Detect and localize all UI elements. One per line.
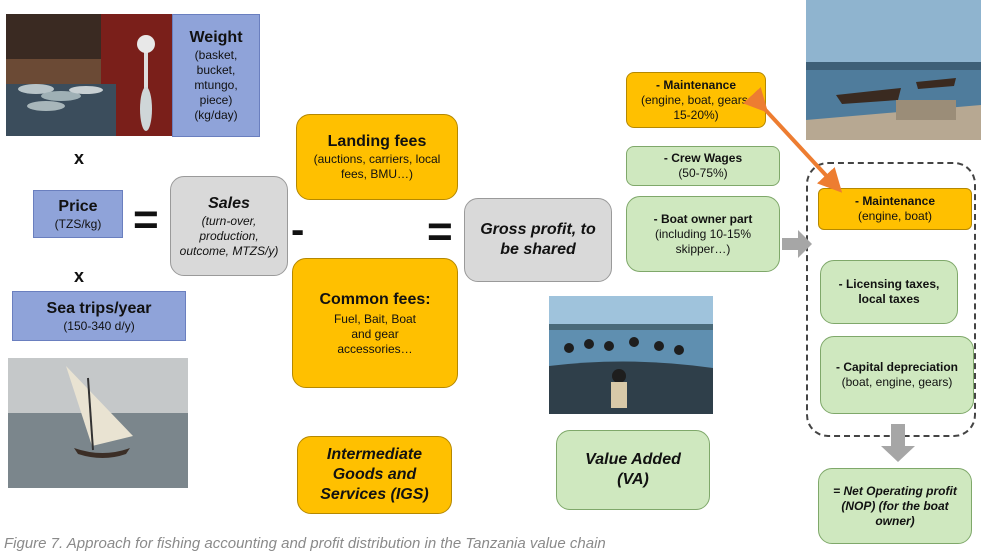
maintenance-top-title: - Maintenance	[655, 77, 737, 92]
gross-profit-title: Gross profit, to be shared	[480, 221, 596, 258]
nop-title: = Net Operating profit (NOP) (for the bo…	[833, 483, 957, 528]
licensing-title: - Licensing taxes, local taxes	[838, 277, 940, 306]
nop-box: = Net Operating profit (NOP) (for the bo…	[818, 468, 972, 544]
landing-fees-detail: (auctions, carriers, local fees, BMU…)	[313, 152, 441, 181]
crew-wages-label: Crew Wages	[671, 151, 743, 165]
sailboat-photo	[8, 358, 188, 488]
landing-fees-box: Landing fees (auctions, carriers, local …	[296, 114, 458, 200]
price-box: Price (TZS/kg)	[33, 190, 123, 238]
landing-fees-title: Landing fees	[327, 133, 427, 150]
boat-owner-detail: (including 10-15% skipper…)	[654, 226, 752, 256]
crowded-boat-photo	[549, 296, 713, 414]
capital-box: - Capital depreciation (boat, engine, ge…	[820, 336, 974, 414]
weight-detail: (basket, bucket, mtungo, piece) (kg/day)	[194, 48, 238, 122]
weight-title: Weight	[189, 29, 243, 46]
harbor-photo	[806, 0, 981, 140]
sales-title: Sales	[208, 194, 250, 212]
sea-trips-title: Sea trips/year	[46, 299, 152, 317]
equals-sign-1: =	[133, 195, 159, 244]
igs-title: Intermediate Goods and Services (IGS)	[320, 446, 429, 503]
sales-box: Sales (turn-over, production, outcome, M…	[170, 176, 288, 276]
maintenance-right-title: - Maintenance	[854, 194, 935, 208]
boat-owner-title: - Boat owner part	[653, 211, 753, 226]
sea-trips-detail: (150-340 d/y)	[63, 318, 135, 333]
multiply-sign-2: x	[74, 266, 85, 286]
boat-owner-box: - Boat owner part (including 10-15% skip…	[626, 196, 780, 272]
value-added-box: Value Added (VA)	[556, 430, 710, 510]
common-fees-box: Common fees: Fuel, Bait, Boat and gear a…	[292, 258, 458, 388]
fish-market-photo	[6, 14, 172, 136]
crew-wages-box: - Crew Wages (50-75%)	[626, 146, 780, 186]
maintenance-top-label: Maintenance	[663, 77, 737, 92]
capital-text: - Capital depreciation (boat, engine, ge…	[832, 360, 962, 390]
value-added-title: Value Added (VA)	[585, 451, 681, 488]
maintenance-top-box: - Maintenance (engine, boat, gears, 15-2…	[626, 72, 766, 128]
figure-caption: Figure 7. Approach for fishing accountin…	[4, 535, 606, 552]
minus-sign: -	[291, 208, 305, 252]
crew-wages-title: - Crew Wages	[663, 151, 743, 165]
maintenance-right-detail: (engine, boat)	[857, 209, 933, 223]
price-detail: (TZS/kg)	[54, 216, 102, 231]
maintenance-right-box: - Maintenance (engine, boat)	[818, 188, 972, 230]
price-title: Price	[58, 197, 98, 215]
sea-trips-box: Sea trips/year (150-340 d/y)	[12, 291, 186, 341]
maintenance-top-detail: (engine, boat, gears, 15-20%)	[640, 92, 752, 122]
common-fees-detail: Fuel, Bait, Boat and gear accessories…	[333, 311, 417, 356]
igs-box: Intermediate Goods and Services (IGS)	[297, 436, 452, 514]
weight-box: Weight (basket, bucket, mtungo, piece) (…	[172, 14, 260, 137]
gross-profit-box: Gross profit, to be shared	[464, 198, 612, 282]
licensing-box: - Licensing taxes, local taxes	[820, 260, 958, 324]
multiply-sign-1: x	[74, 148, 85, 168]
sales-detail: (turn-over, production, outcome, MTZS/y)	[179, 213, 279, 258]
crew-wages-detail: (50-75%)	[678, 166, 728, 180]
capital-title: - Capital depreciation	[835, 360, 959, 374]
common-fees-title: Common fees:	[319, 290, 431, 308]
equals-sign-2: =	[427, 207, 453, 256]
capital-detail: (boat, engine, gears)	[841, 375, 953, 389]
